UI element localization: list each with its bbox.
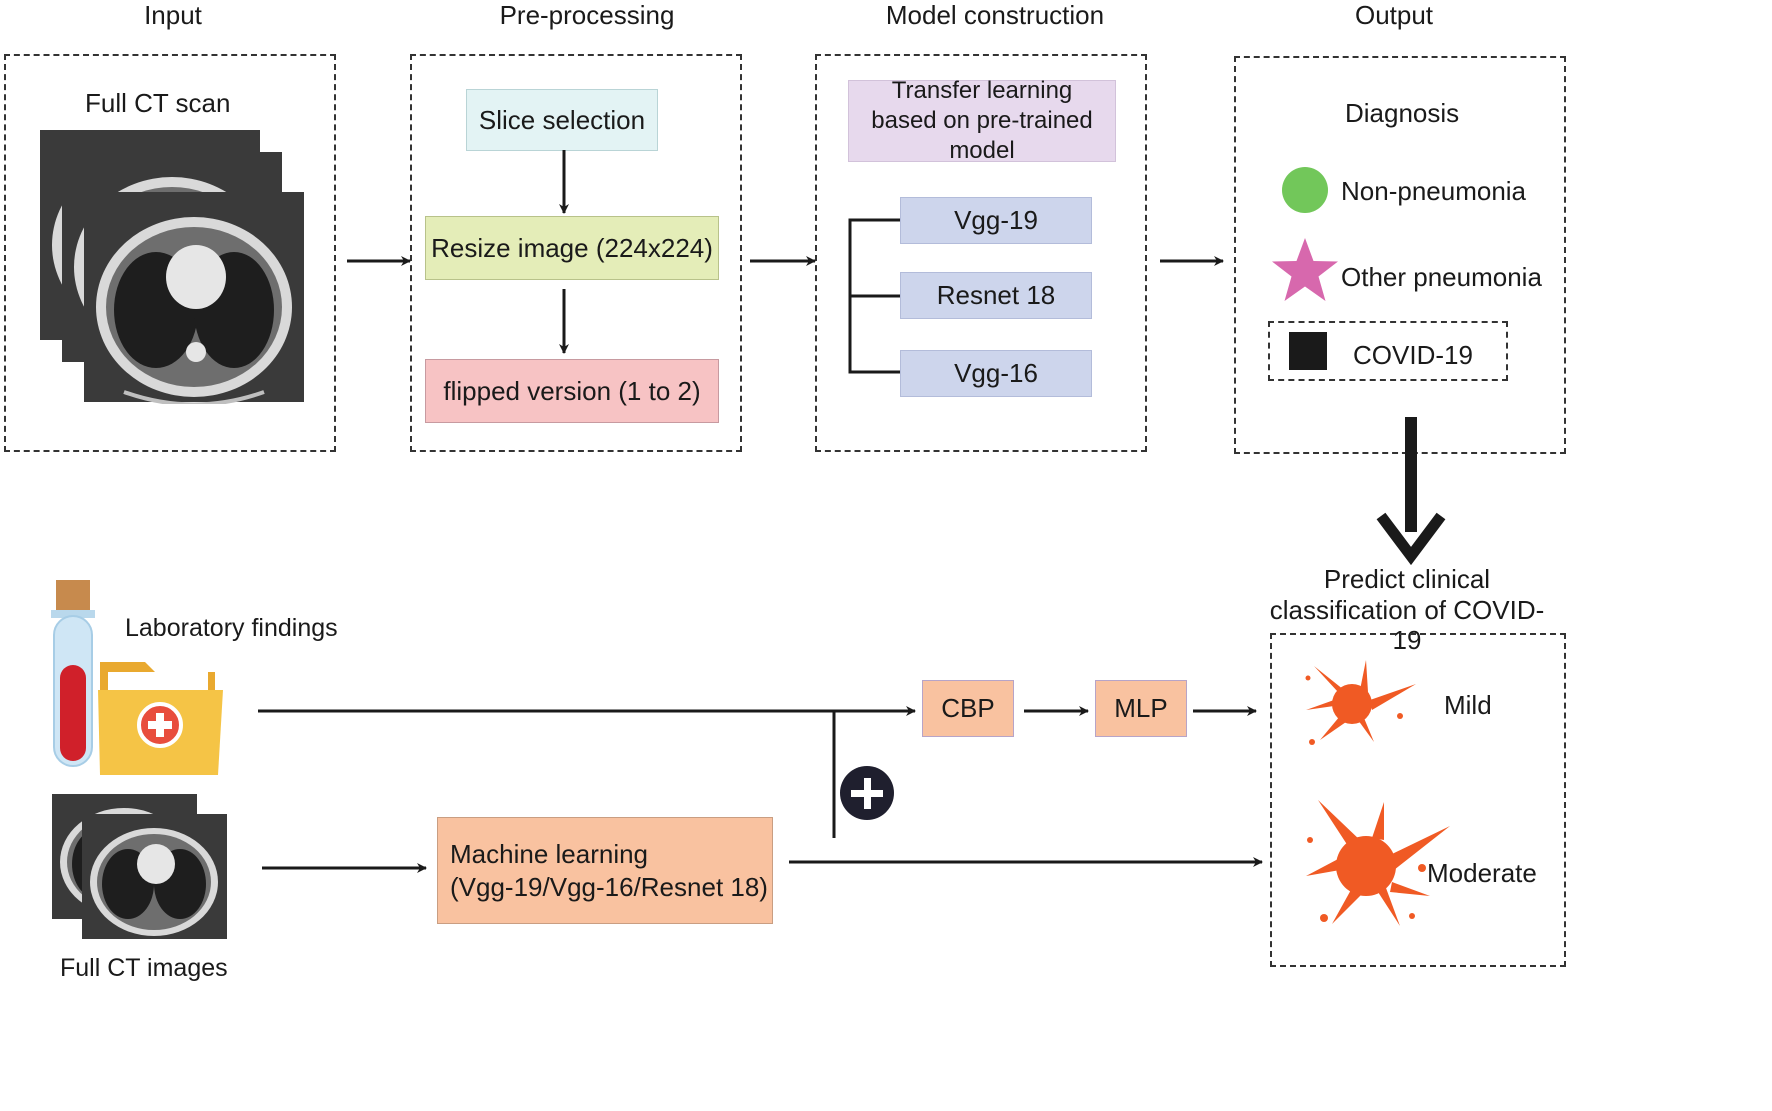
model-resnet18-box: Resnet 18 [900, 272, 1092, 319]
flipped-version-box: flipped version (1 to 2) [425, 359, 719, 423]
stage-heading-preprocessing: Pre-processing [499, 0, 675, 30]
model-vgg16-box: Vgg-16 [900, 350, 1092, 397]
mild-label: Mild [1444, 690, 1492, 720]
other-pneumonia-label: Other pneumonia [1341, 262, 1542, 292]
input-stage-box [4, 54, 336, 452]
mild-splash-icon [1300, 656, 1420, 748]
predict-heading-line2: classification of COVID-19 [1269, 594, 1545, 656]
machine-learning-box: Machine learning (Vgg-19/Vgg-16/Resnet 1… [437, 817, 773, 924]
machine-learning-line1: Machine learning [450, 839, 649, 869]
model-bracket [848, 218, 900, 374]
full-ct-images-label: Full CT images [60, 954, 228, 982]
non-pneumonia-label: Non-pneumonia [1341, 176, 1527, 206]
plus-circle-icon [840, 766, 894, 820]
pink-star-icon [1270, 236, 1340, 304]
machine-learning-line2: (Vgg-19/Vgg-16/Resnet 18) [450, 871, 768, 902]
black-square-icon [1289, 332, 1327, 370]
arrow-output-to-prediction [1376, 417, 1446, 566]
prediction-box [1270, 633, 1566, 967]
cbp-box: CBP [922, 680, 1014, 737]
model-vgg19-box: Vgg-19 [900, 197, 1092, 244]
slice-selection-box: Slice selection [466, 89, 658, 151]
predict-heading: Predict clinical classification of COVID… [1262, 564, 1552, 656]
moderate-label: Moderate [1427, 858, 1537, 888]
model-stage-box [815, 54, 1147, 452]
lab-test-tube-folder-icon [40, 580, 230, 775]
resize-image-box: Resize image (224x224) [425, 216, 719, 280]
ct-scan-label: Full CT scan [85, 88, 231, 118]
preprocessing-stage-box [410, 54, 742, 452]
diagnosis-label: Diagnosis [1345, 98, 1460, 128]
mlp-box: MLP [1095, 680, 1187, 737]
output-stage-box [1234, 56, 1566, 454]
transfer-learning-line1: Transfer learning [891, 77, 1073, 104]
transfer-learning-line2: based on pre-trained model [871, 107, 1093, 164]
transfer-learning-box: Transfer learning based on pre-trained m… [848, 77, 1116, 164]
lab-findings-label: Laboratory findings [125, 614, 338, 642]
stage-heading-output: Output [1354, 0, 1434, 30]
predict-heading-line1: Predict clinical [1323, 564, 1491, 594]
covid-label: COVID-19 [1353, 340, 1473, 370]
stage-heading-model: Model construction [885, 0, 1105, 30]
moderate-splash-icon [1304, 796, 1454, 930]
green-circle-icon [1282, 167, 1328, 213]
stage-heading-input: Input [144, 0, 202, 30]
covid-selected-frame [1268, 321, 1508, 381]
